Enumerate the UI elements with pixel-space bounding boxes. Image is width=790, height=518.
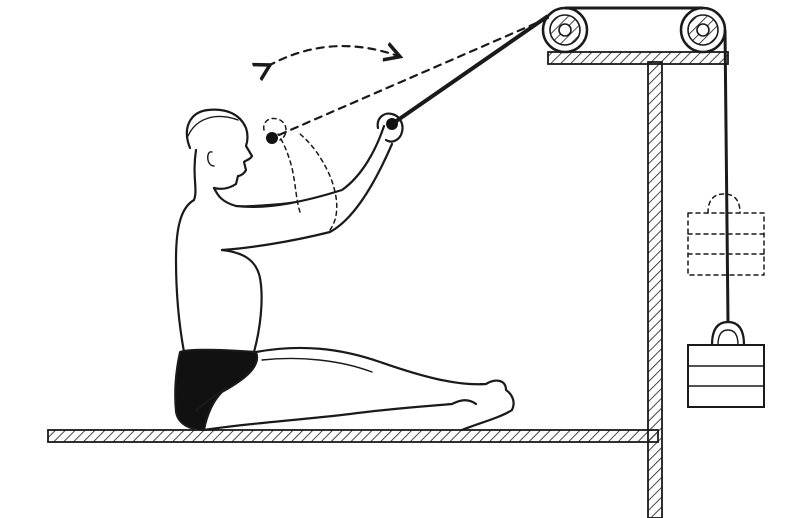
back bbox=[174, 148, 198, 354]
head bbox=[185, 108, 254, 190]
floor bbox=[47, 429, 659, 443]
handle-alt-position bbox=[266, 132, 278, 144]
pulley-right-icon bbox=[679, 6, 727, 54]
legs bbox=[254, 346, 515, 432]
pulley-left-icon bbox=[541, 6, 589, 54]
weight-stack-icon bbox=[687, 320, 765, 408]
cable bbox=[393, 6, 730, 323]
swim-trunks bbox=[174, 348, 259, 432]
arm-alt-position bbox=[277, 133, 301, 213]
wall-post bbox=[647, 61, 663, 518]
arm-near bbox=[234, 124, 386, 208]
person bbox=[174, 108, 515, 432]
hands bbox=[376, 112, 404, 143]
top-beam bbox=[547, 51, 729, 65]
weight-stack-raised-outline bbox=[687, 193, 765, 276]
motion-arc-arrow-icon bbox=[268, 46, 398, 66]
cable-alt-position bbox=[270, 16, 550, 140]
